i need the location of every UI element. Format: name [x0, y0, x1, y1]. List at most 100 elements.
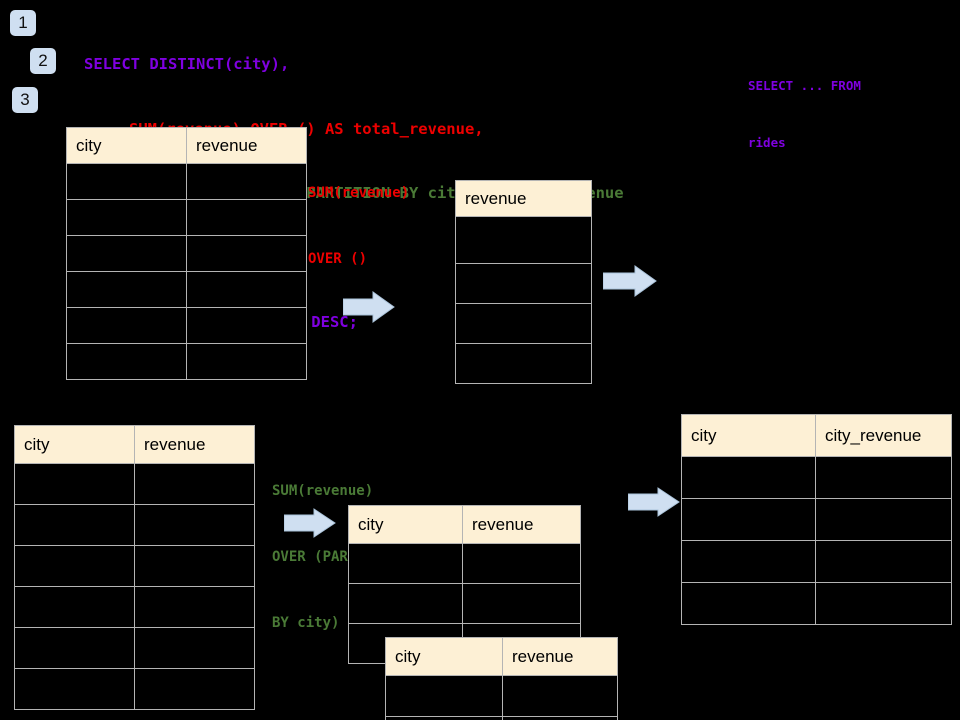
table-header-row: city revenue — [348, 505, 581, 544]
table-row — [66, 343, 307, 380]
cell-revenue — [462, 543, 581, 584]
cell-city-revenue — [815, 540, 952, 583]
cell-city — [66, 199, 187, 236]
column-header-revenue: revenue — [502, 637, 618, 676]
rides-source-table-top: city revenue — [66, 127, 307, 380]
table-header-row: city revenue — [14, 425, 255, 464]
cell-revenue — [462, 583, 581, 624]
table-row — [14, 463, 255, 505]
column-header-revenue: revenue — [462, 505, 581, 544]
side-note-line-2: rides — [748, 135, 786, 150]
cell-city — [66, 271, 187, 308]
cell-revenue — [186, 199, 307, 236]
table-row — [681, 456, 952, 499]
column-header-city-revenue: city_revenue — [815, 414, 952, 457]
table-row — [455, 343, 592, 384]
cell-city — [14, 463, 135, 505]
table-row — [14, 586, 255, 628]
column-header-city: city — [348, 505, 463, 544]
table-row — [14, 545, 255, 587]
table-row — [14, 668, 255, 710]
arrow-to-result-icon — [628, 487, 680, 517]
table-row — [455, 303, 592, 344]
table-row — [385, 716, 618, 720]
column-header-city: city — [14, 425, 135, 464]
cell-city-revenue — [815, 582, 952, 625]
cell-revenue — [455, 303, 592, 344]
step-badge-3: 3 — [12, 87, 38, 113]
partition-group-table-front: city revenue — [385, 637, 618, 720]
cell-revenue — [134, 627, 255, 669]
cell-city — [681, 582, 816, 625]
side-note-select-from-rides: SELECT ... FROM rides — [748, 38, 861, 190]
step-badge-1: 1 — [10, 10, 36, 36]
cell-revenue — [134, 463, 255, 505]
cell-city — [66, 307, 187, 344]
column-header-revenue: revenue — [455, 180, 592, 217]
column-header-city: city — [385, 637, 503, 676]
annotation-city-revenue-line-3: BY city) — [272, 615, 340, 631]
cell-city — [14, 668, 135, 710]
table-row — [14, 504, 255, 546]
column-header-revenue: revenue — [186, 127, 307, 164]
table-row — [681, 540, 952, 583]
table-header-row: city revenue — [66, 127, 307, 164]
table-row — [66, 199, 307, 236]
table-row — [455, 263, 592, 304]
result-table: city city_revenue — [681, 414, 952, 625]
cell-revenue — [455, 216, 592, 264]
cell-city — [348, 583, 463, 624]
cell-city — [66, 343, 187, 380]
annotation-total-revenue-line-2: OVER () — [308, 251, 368, 267]
table-row — [455, 216, 592, 264]
annotation-total-revenue: SUM(revenue) OVER () — [308, 138, 409, 314]
cell-city-revenue — [815, 498, 952, 541]
column-header-city: city — [66, 127, 187, 164]
arrow-to-partition-icon — [284, 508, 336, 538]
table-row — [66, 307, 307, 344]
table-row — [66, 271, 307, 308]
arrow-total-revenue-out-icon — [603, 265, 657, 297]
cell-city — [385, 675, 503, 717]
cell-revenue — [502, 675, 618, 717]
cell-city — [348, 543, 463, 584]
cell-city — [66, 235, 187, 272]
cell-city — [14, 627, 135, 669]
table-row — [348, 583, 581, 624]
cell-revenue — [186, 343, 307, 380]
column-header-revenue: revenue — [134, 425, 255, 464]
total-revenue-table: revenue — [455, 180, 592, 384]
table-row — [14, 627, 255, 669]
cell-city — [14, 504, 135, 546]
cell-city-revenue — [815, 456, 952, 499]
cell-city — [14, 545, 135, 587]
cell-revenue — [134, 545, 255, 587]
cell-revenue — [502, 716, 618, 720]
table-header-row: revenue — [455, 180, 592, 217]
cell-city — [681, 498, 816, 541]
step-badge-2: 2 — [30, 48, 56, 74]
cell-city — [681, 540, 816, 583]
cell-revenue — [186, 235, 307, 272]
annotation-total-revenue-line-1: SUM(revenue) — [308, 185, 410, 201]
cell-city — [14, 586, 135, 628]
side-note-line-1: SELECT ... FROM — [748, 78, 861, 93]
cell-revenue — [455, 343, 592, 384]
table-row — [66, 235, 307, 272]
cell-city — [66, 163, 187, 200]
rides-source-table-bottom: city revenue — [14, 425, 255, 710]
cell-revenue — [455, 263, 592, 304]
table-header-row: city city_revenue — [681, 414, 952, 457]
annotation-city-revenue-line-1: SUM(revenue) — [272, 483, 374, 499]
column-header-city: city — [681, 414, 816, 457]
table-row — [348, 543, 581, 584]
sql-line-select: SELECT DISTINCT(city), — [84, 55, 290, 73]
table-row — [681, 498, 952, 541]
cell-revenue — [186, 307, 307, 344]
cell-city — [681, 456, 816, 499]
table-header-row: city revenue — [385, 637, 618, 676]
cell-revenue — [134, 668, 255, 710]
cell-revenue — [186, 271, 307, 308]
cell-revenue — [134, 504, 255, 546]
